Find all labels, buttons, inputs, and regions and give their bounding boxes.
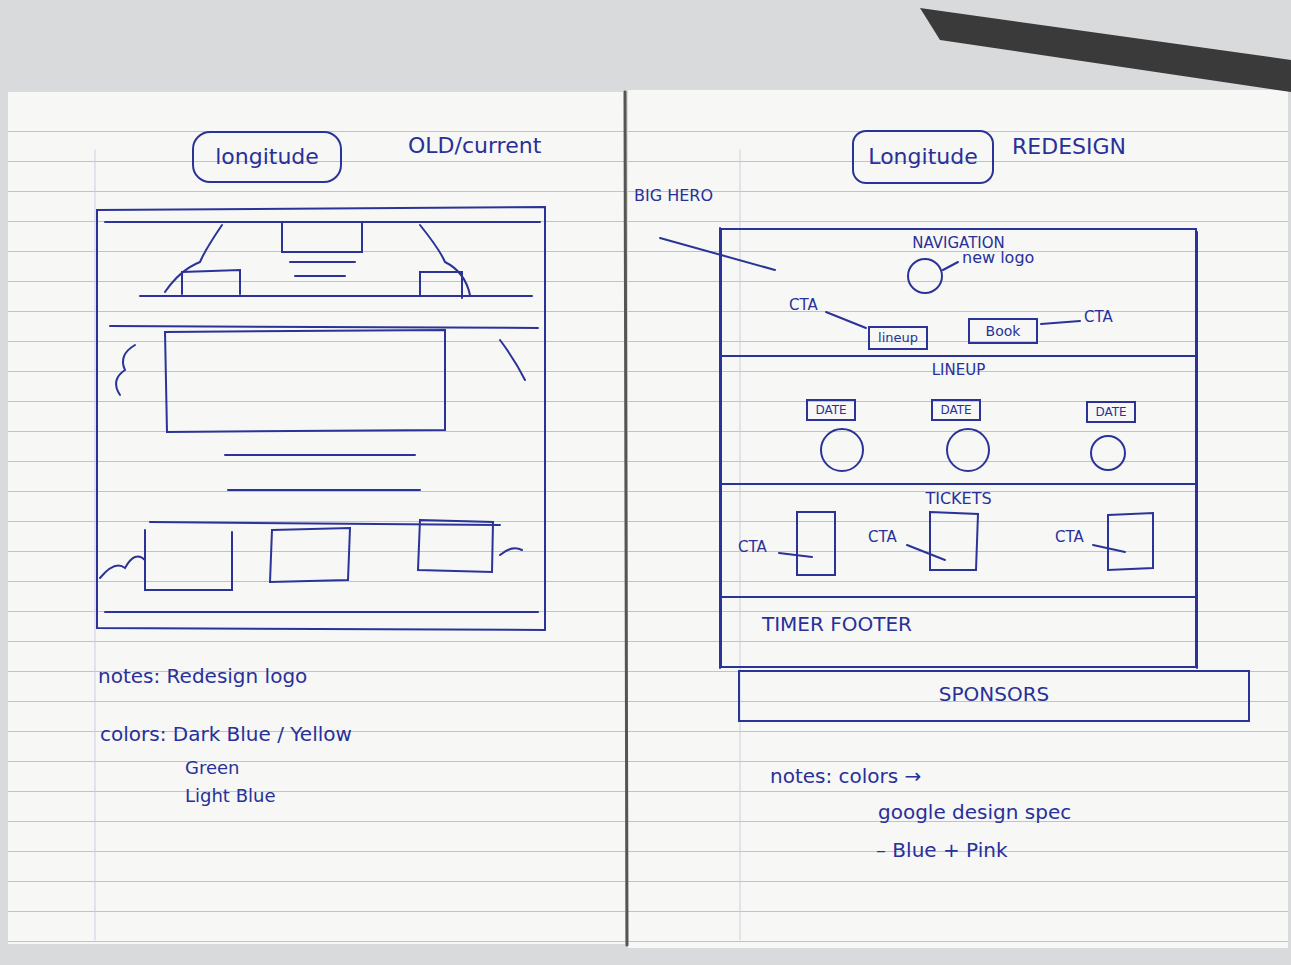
node-text: NAVIGATION	[722, 234, 1195, 252]
page-section: TIMER FOOTER	[720, 596, 1197, 668]
note-label: notes: Redesign logo	[98, 664, 307, 688]
note-label: BIG HERO	[634, 186, 713, 205]
page-section: LINEUP DATE DATE DATE	[720, 355, 1197, 485]
node-text: SPONSORS	[740, 682, 1248, 706]
note-label: REDESIGN	[1012, 134, 1126, 160]
note-label: google design spec	[878, 800, 1071, 824]
page-section: TICKETS	[720, 483, 1197, 598]
note-label: colors: Dark Blue / Yellow	[100, 722, 352, 746]
node-text: Longitude	[868, 144, 977, 170]
node-text: Book	[986, 323, 1021, 340]
note-label: CTA	[738, 538, 767, 556]
node-text: DATE	[940, 403, 971, 417]
node-text: DATE	[1095, 405, 1126, 419]
note-label: new logo	[962, 248, 1034, 267]
notebook-page	[8, 92, 625, 944]
logo-box: longitude	[192, 131, 342, 183]
button-box: lineup	[868, 326, 928, 350]
button-box: Book	[968, 318, 1038, 344]
node-text: TICKETS	[722, 489, 1195, 508]
button-box: DATE	[1086, 401, 1136, 423]
note-label: notes: colors →	[770, 764, 921, 788]
node-text: TIMER FOOTER	[762, 612, 1195, 636]
note-label: Green	[185, 757, 240, 779]
node-text: DATE	[815, 403, 846, 417]
button-box: DATE	[931, 399, 981, 421]
node-text: lineup	[878, 330, 918, 346]
page-section: NAVIGATION lineup Book	[720, 228, 1197, 357]
note-label: Light Blue	[185, 785, 275, 807]
note-label: OLD/current	[408, 133, 541, 159]
note-label: CTA	[1055, 528, 1084, 546]
node-text: longitude	[215, 144, 319, 170]
note-label: CTA	[1084, 308, 1113, 326]
note-label: CTA	[789, 296, 818, 314]
node-text: LINEUP	[722, 361, 1195, 379]
note-label: CTA	[868, 528, 897, 546]
logo-box: Longitude	[852, 130, 994, 184]
note-label: – Blue + Pink	[876, 838, 1008, 862]
page-section: SPONSORS	[738, 670, 1250, 722]
button-box: DATE	[806, 399, 856, 421]
